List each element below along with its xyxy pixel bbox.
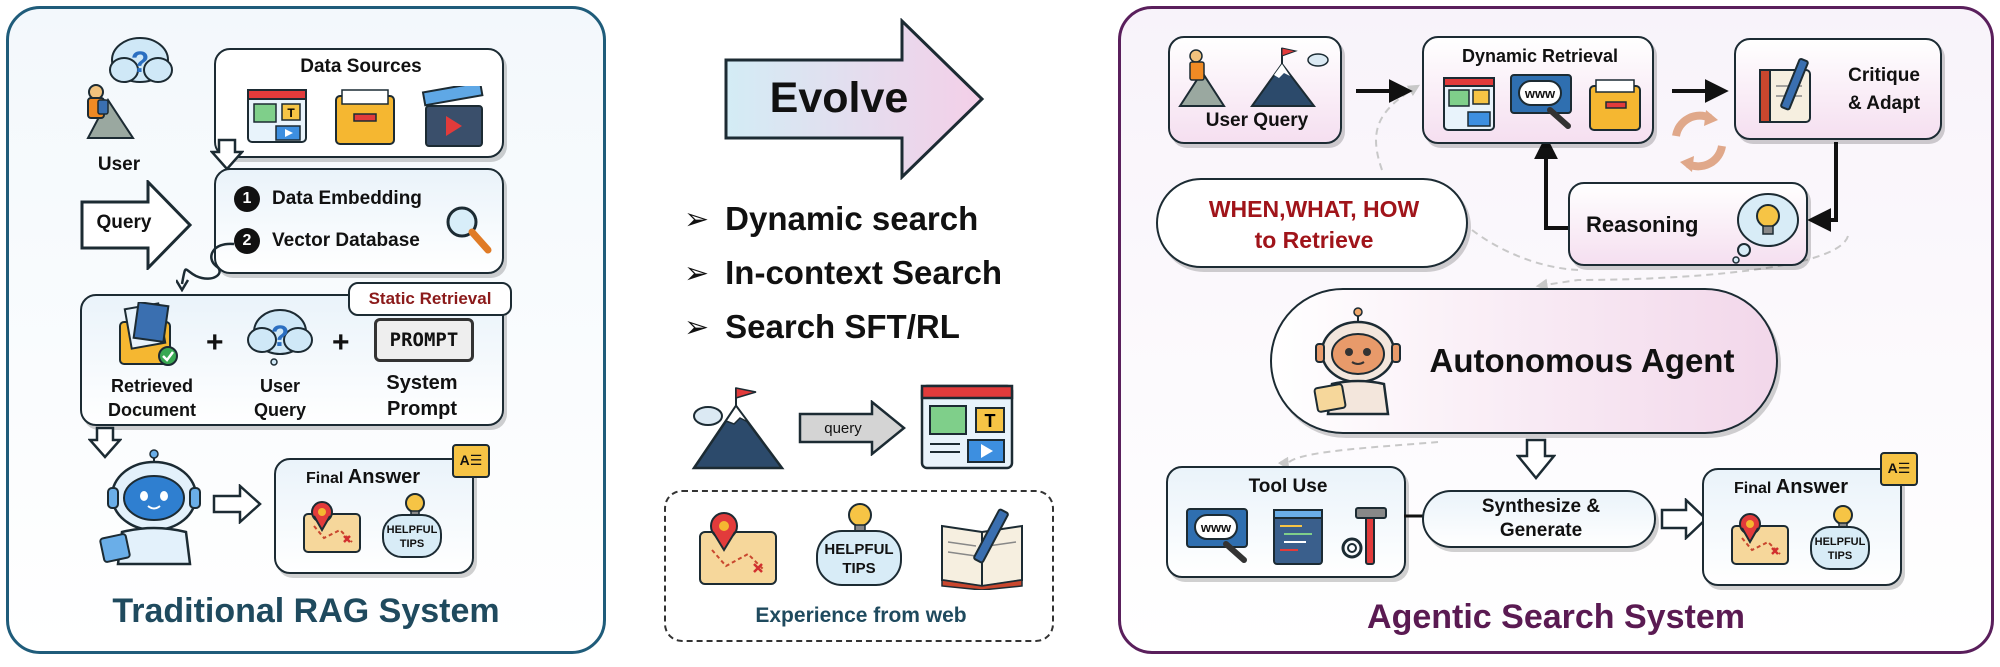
experience-box: HELPFUL TIPS Experience from web (664, 490, 1054, 642)
autonomous-agent-pill: Autonomous Agent (1270, 288, 1778, 434)
critique-adapt-box: Critique & Adapt (1734, 38, 1942, 140)
evolve-label: Evolve (769, 74, 909, 122)
thought-bulb-icon (1732, 193, 1799, 264)
notes-icon: A☰ (452, 444, 490, 478)
notebook-pen-icon (1759, 57, 1811, 123)
plus-sign-1: + (206, 326, 224, 359)
cloud-icon (693, 406, 723, 426)
toolkit-icon (1341, 507, 1387, 565)
right-arrow-small (1660, 498, 1708, 540)
query-arrow-label: query (824, 420, 862, 437)
down-arrow-small (88, 426, 122, 459)
document-check-icon (119, 302, 178, 366)
connector-line (1404, 514, 1424, 518)
svg-text:T: T (985, 411, 996, 431)
dynamic-retrieval-title: Dynamic Retrieval (1461, 46, 1619, 66)
evolve-arrow (724, 18, 985, 180)
component-system-prompt: System Prompt (386, 372, 458, 420)
bullet-in-context-search: ➢In-context Search (684, 254, 1003, 291)
query-arrow: Query (80, 178, 193, 272)
folder-icon (335, 89, 395, 145)
svg-text:?: ? (131, 46, 149, 79)
curl-arrow (176, 242, 235, 292)
reasoning-label: Reasoning (1586, 212, 1699, 237)
prompt-icon: PROMPT (374, 318, 474, 362)
user-label: User (97, 154, 141, 175)
cycle-icon (1672, 110, 1726, 172)
map-icon (1731, 513, 1789, 565)
notes-icon: A☰ (1880, 452, 1918, 486)
bullet-dynamic-search: ➢Dynamic search (684, 200, 979, 237)
synthesize-generate-pill: Synthesize & Generate (1422, 490, 1656, 548)
question-cloud-icon: ? (109, 37, 173, 83)
www-search-icon: www (1186, 508, 1248, 566)
rag-title: Traditional RAG System (112, 592, 500, 630)
query-arrow-gray (798, 400, 906, 456)
user-query-label: User Query (1205, 110, 1309, 131)
step-vector-database: 2 Vector Database (234, 228, 420, 254)
tips-bulb-icon: HELPFUL TIPS (382, 490, 446, 562)
experience-label: Experience from web (755, 604, 967, 627)
code-window-icon (1273, 509, 1323, 565)
user-query-box: User Query (1168, 36, 1342, 144)
down-arrow-small (1516, 438, 1556, 480)
final-answer-label: Final Answer (1734, 476, 1849, 498)
down-arrow-small (210, 138, 244, 171)
static-retrieval-tag: Static Retrieval (348, 282, 512, 316)
robot-icon (1313, 307, 1401, 416)
component-retrieved-document: Retrieved Document (107, 376, 196, 420)
map-icon (699, 512, 777, 585)
media-icon: T (247, 89, 307, 143)
data-sources-title: Data Sources (300, 56, 422, 77)
magnifier-icon (446, 206, 492, 254)
tips-bulb-icon: HELPFUL TIPS (814, 500, 904, 590)
final-answer-label: Final Answer (306, 466, 421, 488)
question-cloud-icon: ? (247, 309, 313, 366)
data-sources-box: Data Sources T (214, 48, 504, 158)
hiker-icon: ? (78, 30, 188, 140)
plus-sign-2: + (332, 326, 350, 359)
hiker-icon (1178, 49, 1226, 107)
tool-use-box: Tool Use www (1166, 466, 1406, 578)
svg-text:T: T (287, 106, 295, 120)
final-answer-box-left: Final Answer HELPFUL TIPS A☰ (274, 444, 490, 574)
when-what-how-pill: WHEN,WHAT, HOW to Retrieve (1156, 178, 1468, 268)
dynamic-retrieval-box: Dynamic Retrieval www (1422, 36, 1654, 144)
mountain-flag-icon (1250, 47, 1329, 107)
final-answer-box-right: Final Answer HELPFUL TIPS A☰ (1702, 452, 1918, 586)
static-retrieval-box: + ? + PROMPT Retrieved Document User Que… (80, 294, 504, 426)
gray-dashed-connectors (1277, 79, 1849, 471)
www-search-icon: www (1510, 74, 1572, 130)
media-icon: T (920, 384, 1014, 470)
embedding-box: 1 Data Embedding 2 Vector Database (214, 168, 504, 274)
component-user-query: User Query (253, 376, 307, 420)
clapper-icon (421, 86, 484, 147)
step-data-embedding: 1 Data Embedding (234, 186, 422, 212)
reasoning-box: Reasoning (1568, 182, 1808, 266)
right-arrow-small (212, 484, 262, 524)
agent-label: Autonomous Agent (1429, 342, 1735, 379)
tool-use-label: Tool Use (1248, 476, 1328, 497)
mountain-flag-icon (691, 387, 785, 470)
critique-adapt-label: Critique & Adapt (1847, 65, 1921, 114)
media-icon (1443, 77, 1495, 131)
tips-bulb-icon: HELPFUL TIPS (1810, 502, 1874, 574)
folder-icon (1589, 79, 1641, 131)
svg-text:?: ? (271, 320, 289, 353)
bullet-search-sft-rl: ➢Search SFT/RL (684, 308, 960, 345)
robot-icon (99, 449, 201, 566)
agentic-title: Agentic Search System (1367, 598, 1745, 636)
notebook-pen-icon (941, 508, 1023, 590)
map-icon (303, 501, 361, 553)
